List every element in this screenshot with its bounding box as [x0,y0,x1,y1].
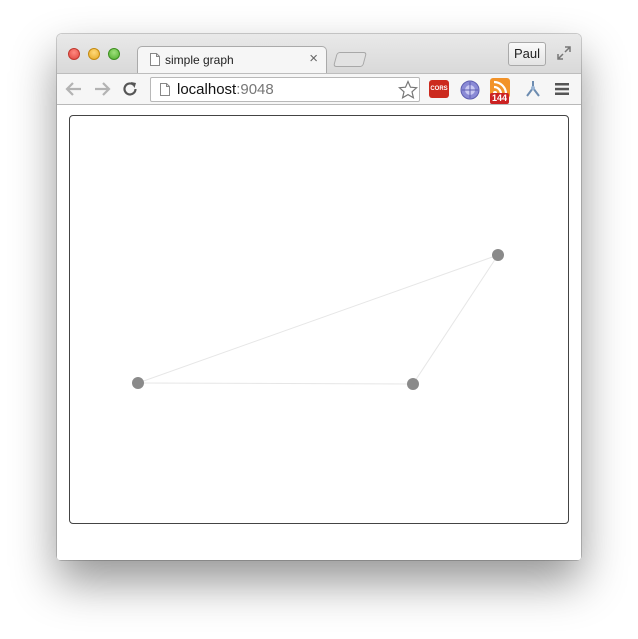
page-viewport [57,105,581,560]
reload-icon[interactable] [121,80,139,98]
tab-close-icon[interactable]: × [309,50,318,67]
address-bar[interactable]: localhost:9048 [150,77,420,102]
forward-arrow-icon[interactable] [93,81,111,97]
address-port: :9048 [236,81,274,98]
minimize-window-button[interactable] [88,48,100,60]
graph-link [137,382,414,385]
tab-simple-graph[interactable]: simple graph × [137,46,327,73]
page-info-icon[interactable] [160,83,170,96]
close-window-button[interactable] [68,48,80,60]
graph-link [412,254,499,385]
profile-button[interactable]: Paul [508,42,546,66]
fork-extension-icon[interactable] [523,79,543,99]
address-host: localhost [177,81,237,98]
address-url: localhost:9048 [177,81,274,98]
tab-title: simple graph [165,53,234,67]
graph-node[interactable] [407,378,419,390]
star-icon[interactable] [398,80,418,100]
graph-canvas[interactable] [70,116,568,523]
zoom-window-button[interactable] [108,48,120,60]
title-bar: simple graph × Paul [57,34,581,73]
websocket-extension-icon[interactable] [459,79,481,101]
graph-panel [69,115,569,524]
graph-node[interactable] [132,377,144,389]
fullscreen-icon[interactable] [555,44,573,62]
document-icon [150,53,160,66]
rss-unread-badge: 144 [490,93,510,104]
back-arrow-icon[interactable] [65,81,83,97]
graph-node[interactable] [492,249,504,261]
navigation-toolbar: localhost:9048 CORS 144 [57,73,581,105]
graph-link [137,254,499,384]
cors-extension-icon[interactable]: CORS [429,80,449,98]
hamburger-menu-icon[interactable] [555,82,569,96]
new-tab-button[interactable] [332,52,368,67]
browser-window: simple graph × Paul localhost:9048 [57,34,581,560]
